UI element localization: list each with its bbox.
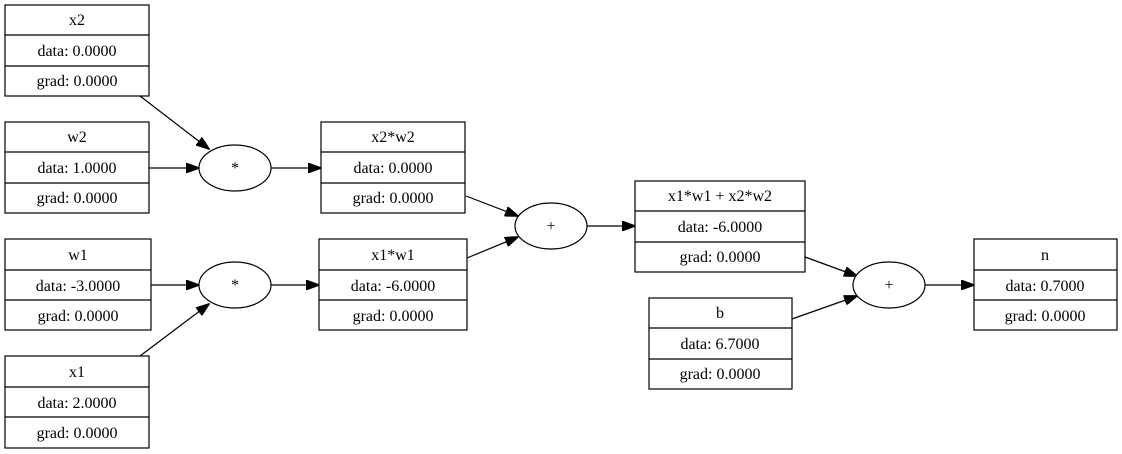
op-add-middle: + [514,202,588,250]
node-data: data: 0.7000 [1005,278,1084,295]
node-x1: x1 data: 2.0000 grad: 0.0000 [4,355,150,449]
node-sum: x1*w1 + x2*w2 data: -6.0000 grad: 0.0000 [634,180,806,273]
node-grad: grad: 0.0000 [680,366,761,383]
node-data: data: 2.0000 [37,395,116,412]
node-grad: grad: 0.0000 [353,308,434,325]
op-mul-top-label: * [231,160,239,177]
node-label: x1*w1 [371,247,415,264]
node-grad: grad: 0.0000 [37,73,118,90]
node-grad: grad: 0.0000 [37,425,118,442]
node-grad: grad: 0.0000 [680,249,761,266]
node-grad: grad: 0.0000 [1005,308,1086,325]
node-grad: grad: 0.0000 [353,190,434,207]
node-data: data: 6.7000 [680,336,759,353]
op-add-middle-label: + [546,218,555,235]
node-data: data: 0.0000 [37,43,116,60]
node-x2w2: x2*w2 data: 0.0000 grad: 0.0000 [320,121,466,214]
node-label: b [716,305,724,322]
node-label: x1*w1 + x2*w2 [668,188,772,205]
op-add-final-label: + [884,277,893,294]
node-label: x2*w2 [371,129,415,146]
edge-x1w1-to-add-middle [466,237,518,259]
op-add-final: + [852,261,926,309]
node-label: w2 [67,129,87,146]
node-data: data: 0.0000 [353,160,432,177]
node-b: b data: 6.7000 grad: 0.0000 [648,297,793,390]
node-label: n [1041,247,1049,264]
edge-x1-to-mul-bottom [139,304,209,357]
node-data: data: -6.0000 [678,219,762,236]
op-mul-bottom-label: * [231,277,239,294]
node-grad: grad: 0.0000 [37,190,118,207]
node-w1: w1 data: -3.0000 grad: 0.0000 [4,238,152,331]
edge-b-to-add-final [791,296,857,320]
node-x2: x2 data: 0.0000 grad: 0.0000 [4,4,150,97]
node-w2: w2 data: 1.0000 grad: 0.0000 [4,121,150,214]
edge-x2-to-mul-top [139,95,209,149]
node-x1w1: x1*w1 data: -6.0000 grad: 0.0000 [318,238,468,331]
node-data: data: 1.0000 [37,160,116,177]
node-label: w1 [68,247,88,264]
op-mul-top: * [198,144,272,192]
edges [139,95,974,357]
edge-x2w2-to-add-middle [465,195,518,216]
op-mul-bottom: * [198,261,272,309]
node-n: n data: 0.7000 grad: 0.0000 [973,238,1118,331]
node-data: data: -6.0000 [351,278,435,295]
node-label: x2 [69,12,85,29]
node-grad: grad: 0.0000 [38,308,119,325]
node-label: x1 [69,364,85,381]
node-data: data: -3.0000 [36,278,120,295]
edge-sum-to-add-final [804,256,857,276]
